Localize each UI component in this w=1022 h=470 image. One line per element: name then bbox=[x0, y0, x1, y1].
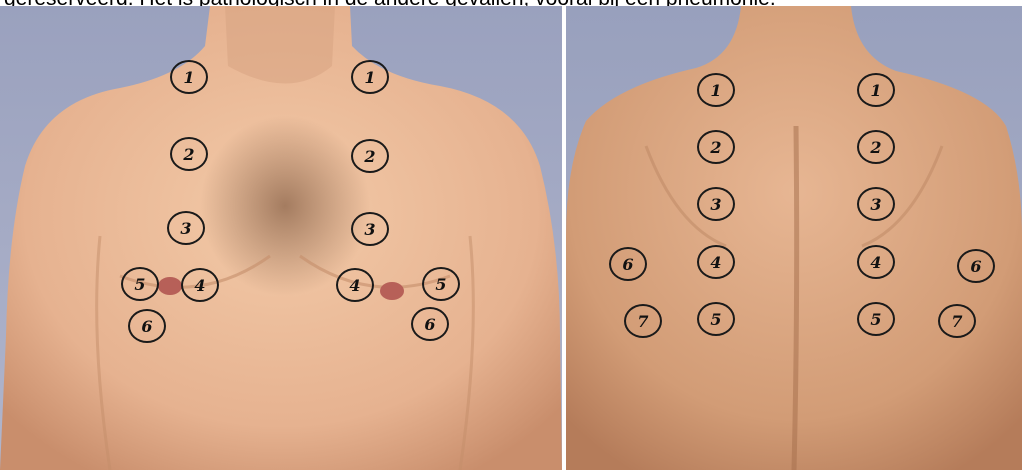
back-marker-4-right: 4 bbox=[857, 245, 895, 279]
back-torso-photo: 1 1 2 2 3 3 6 4 4 6 7 5 5 7 bbox=[566, 6, 1022, 470]
front-marker-6-left: 6 bbox=[411, 307, 449, 341]
front-marker-3-right: 3 bbox=[167, 211, 205, 245]
back-marker-3-left: 3 bbox=[697, 187, 735, 221]
front-marker-3-left: 3 bbox=[351, 212, 389, 246]
front-marker-5-right: 5 bbox=[121, 267, 159, 301]
front-marker-2-left: 2 bbox=[351, 139, 389, 173]
back-marker-6-left: 6 bbox=[609, 247, 647, 281]
back-marker-1-left: 1 bbox=[697, 73, 735, 107]
front-torso-photo: 1 1 2 2 3 3 5 4 4 5 6 6 bbox=[0, 6, 562, 470]
right-nipple bbox=[380, 282, 404, 300]
back-marker-7-left: 7 bbox=[624, 304, 662, 338]
front-torso-illustration bbox=[0, 6, 562, 470]
front-marker-5-left: 5 bbox=[422, 267, 460, 301]
front-marker-6-right: 6 bbox=[128, 309, 166, 343]
back-marker-4-left: 4 bbox=[697, 245, 735, 279]
back-marker-5-left: 5 bbox=[697, 302, 735, 336]
front-marker-1-left: 1 bbox=[351, 60, 389, 94]
back-marker-2-right: 2 bbox=[857, 130, 895, 164]
back-marker-5-right: 5 bbox=[857, 302, 895, 336]
back-marker-6-right: 6 bbox=[957, 249, 995, 283]
back-marker-1-right: 1 bbox=[857, 73, 895, 107]
back-marker-2-left: 2 bbox=[697, 130, 735, 164]
front-marker-1-right: 1 bbox=[170, 60, 208, 94]
back-torso-illustration bbox=[566, 6, 1022, 470]
back-marker-7-right: 7 bbox=[938, 304, 976, 338]
back-marker-3-right: 3 bbox=[857, 187, 895, 221]
front-marker-2-right: 2 bbox=[170, 137, 208, 171]
left-nipple bbox=[158, 277, 182, 295]
front-marker-4-right: 4 bbox=[181, 268, 219, 302]
front-marker-4-left: 4 bbox=[336, 268, 374, 302]
